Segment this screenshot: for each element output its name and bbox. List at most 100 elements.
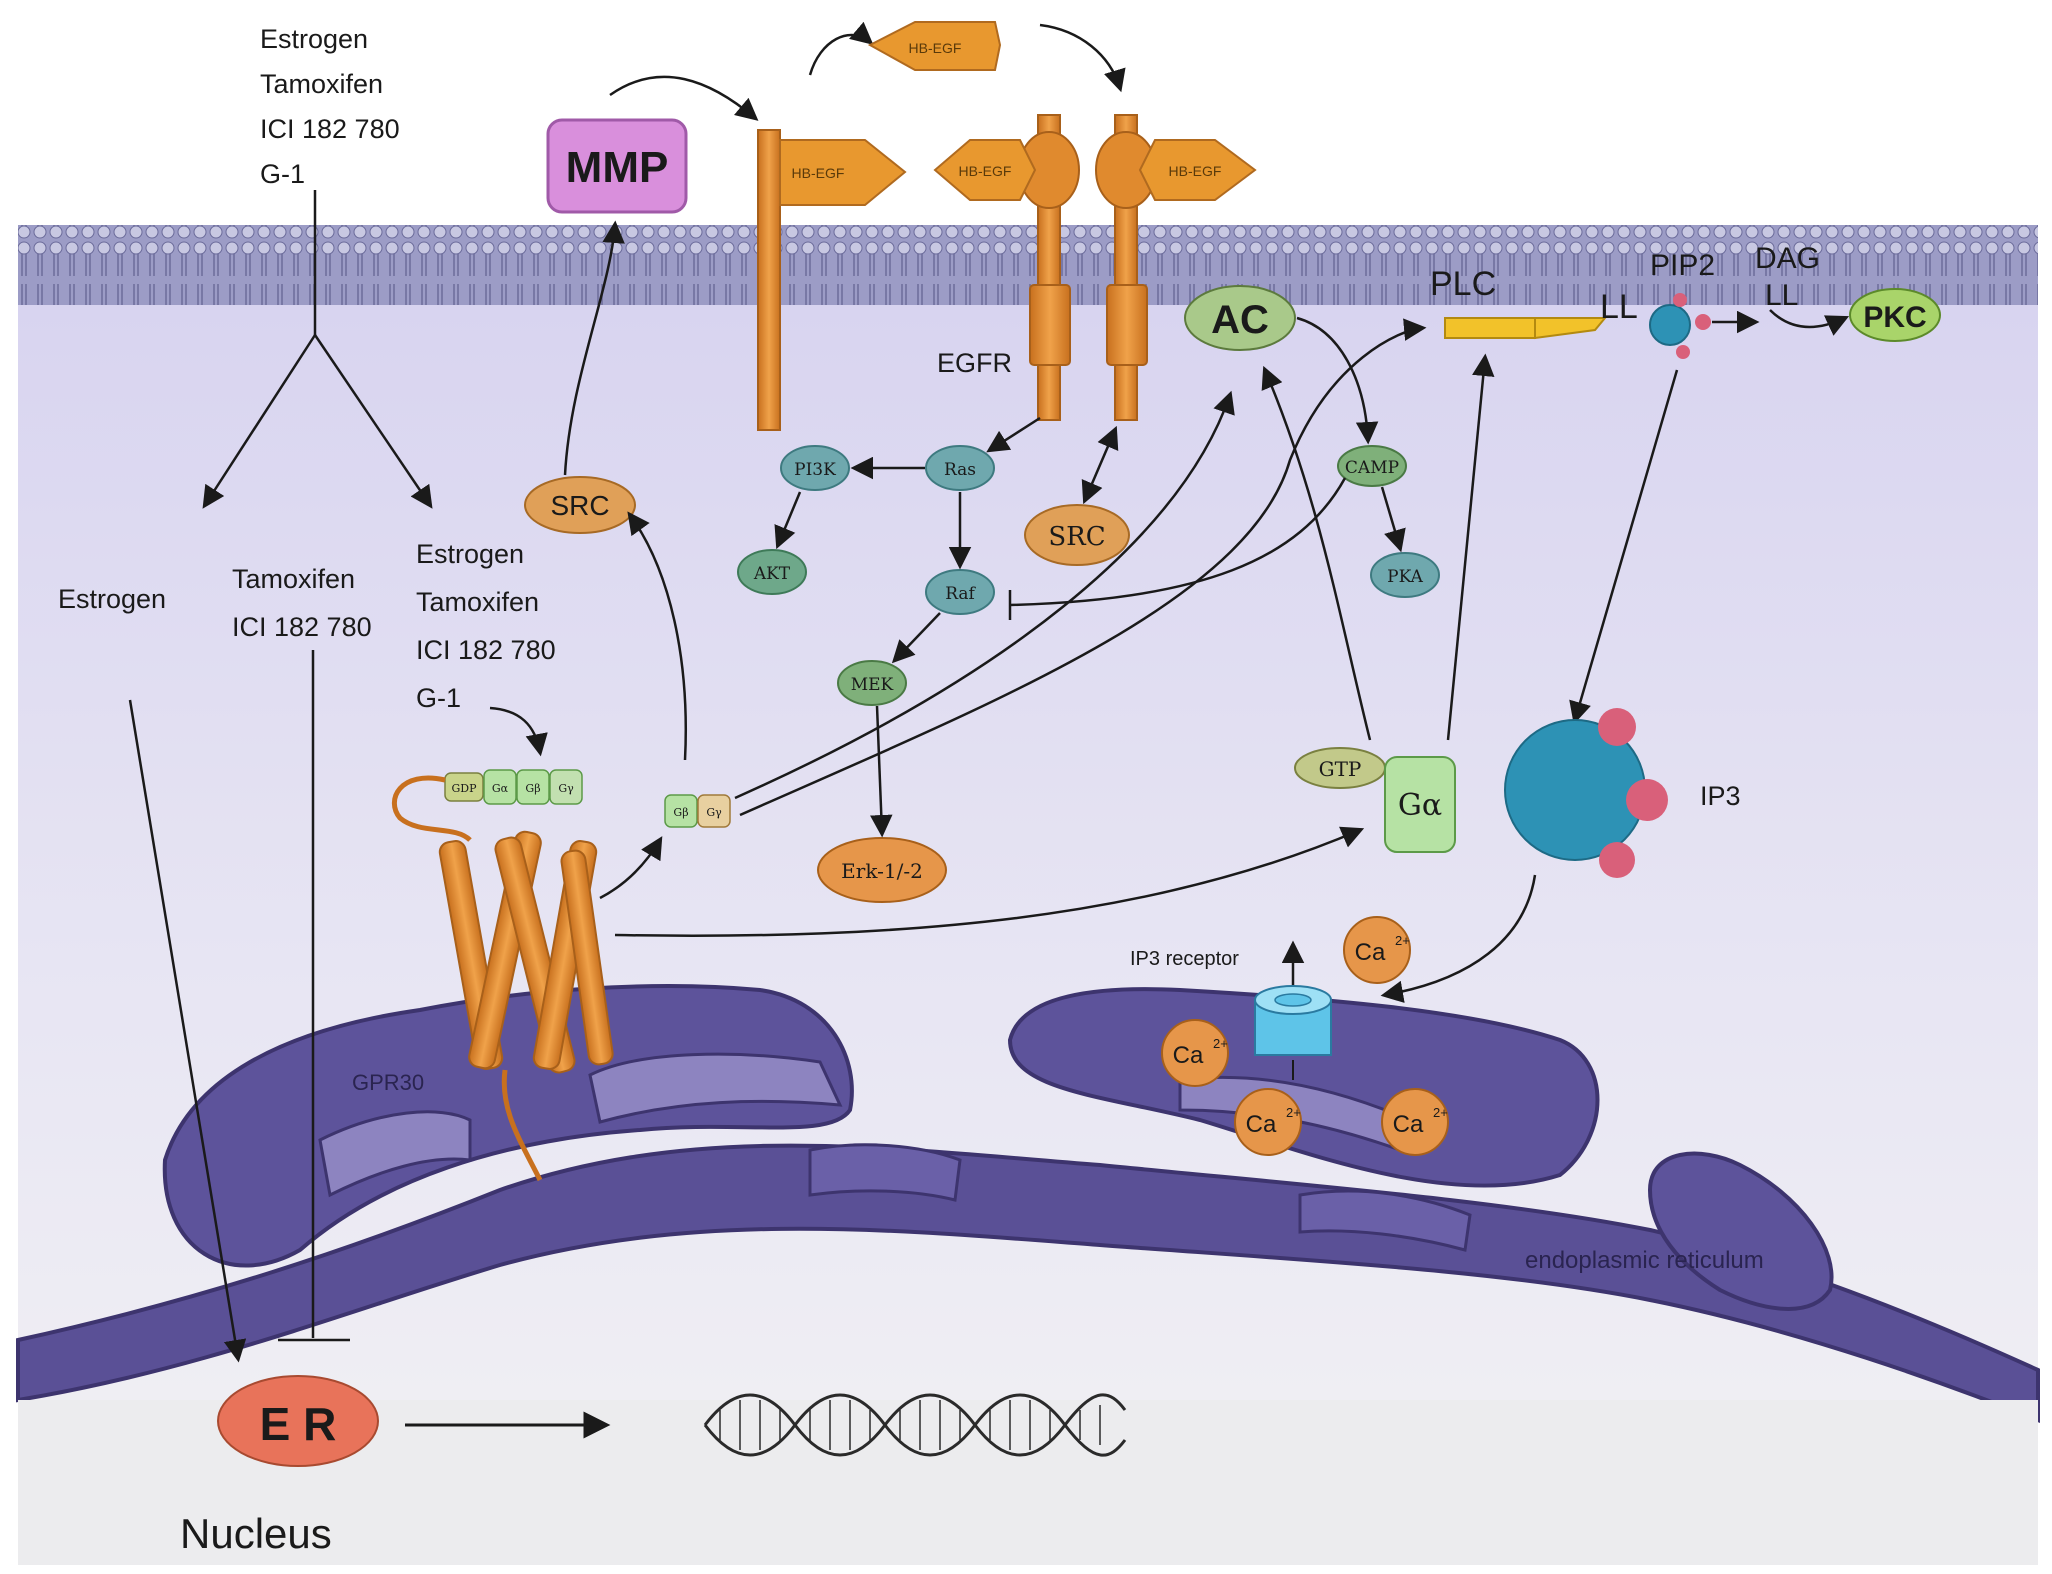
- ac-arrows: [1008, 316, 1406, 620]
- svg-text:E R: E R: [260, 1398, 337, 1450]
- svg-text:GDP: GDP: [451, 782, 477, 795]
- svg-text:PI3K: PI3K: [794, 460, 836, 480]
- tamoxifen-inhibition: [278, 650, 350, 1342]
- svg-text:AC: AC: [1211, 298, 1269, 342]
- hbegf-free: HB-EGF: [867, 21, 1002, 71]
- svg-text:HB-EGF: HB-EGF: [959, 163, 1012, 179]
- svg-text:PKC: PKC: [1863, 301, 1926, 334]
- pkc-node: PKC: [1849, 288, 1941, 342]
- svg-text:HB-EGF: HB-EGF: [792, 165, 845, 181]
- svg-text:Gα: Gα: [492, 782, 509, 795]
- ligand-branch: [202, 190, 433, 509]
- dag-label: DAG: [1755, 242, 1820, 275]
- endoplasmic-reticulum: [16, 984, 2040, 1423]
- calcium-ion: Ca 2+: [1161, 1019, 1229, 1087]
- ip3-receptor-channel: [1254, 985, 1332, 1080]
- svg-text:Estrogen: Estrogen: [260, 24, 368, 54]
- svg-text:2+: 2+: [1286, 1105, 1301, 1120]
- pip2-arrows: [1569, 309, 1850, 725]
- svg-text:SRC: SRC: [1048, 522, 1105, 552]
- ac-node: AC: [1184, 285, 1296, 351]
- er-membrane-label: endoplasmic reticulum: [1525, 1247, 1764, 1274]
- svg-text:MEK: MEK: [851, 675, 894, 695]
- svg-text:G-1: G-1: [260, 159, 305, 189]
- ici-label: ICI 182 780: [232, 612, 372, 642]
- svg-text:MMP: MMP: [566, 143, 669, 192]
- ip3-receptor-label: IP3 receptor: [1130, 948, 1239, 970]
- svg-text:HB-EGF: HB-EGF: [909, 40, 962, 56]
- gbeta-gamma: Gβ Gγ: [664, 794, 731, 828]
- svg-text:Gα: Gα: [1398, 788, 1442, 823]
- src-to-mmp-arrow: [563, 220, 625, 476]
- svg-text:2+: 2+: [1395, 933, 1410, 948]
- ligand-list-mid: Estrogen Tamoxifen ICI 182 780 G-1: [416, 539, 556, 713]
- svg-text:Ras: Ras: [944, 460, 976, 480]
- pro-hbegf: HB-EGF: [757, 129, 907, 431]
- nucleus-label: Nucleus: [180, 1510, 332, 1557]
- cell-membrane: [18, 225, 2038, 305]
- pka-node: PKA: [1370, 552, 1440, 598]
- svg-text:HB-EGF: HB-EGF: [1169, 163, 1222, 179]
- ip3-label: IP3: [1700, 781, 1741, 811]
- gpr30-receptor: [391, 775, 614, 1182]
- camp-node: CAMP: [1337, 445, 1407, 487]
- estrogen-to-er-arrow: [128, 699, 247, 1363]
- svg-text:Gβ: Gβ: [525, 782, 540, 795]
- calcium-ion: Ca 2+: [1381, 1088, 1449, 1156]
- svg-text:2+: 2+: [1213, 1036, 1228, 1051]
- svg-text:G-1: G-1: [416, 683, 461, 713]
- ll-left-label: LL: [1600, 288, 1638, 326]
- svg-text:Ca: Ca: [1246, 1111, 1277, 1138]
- g-protein-complex: GDP Gα Gβ Gγ: [444, 769, 583, 805]
- estrogen-label: Estrogen: [58, 584, 166, 614]
- svg-text:ICI 182 780: ICI 182 780: [416, 635, 556, 665]
- svg-text:PKA: PKA: [1387, 567, 1423, 587]
- svg-text:CAMP: CAMP: [1345, 458, 1399, 478]
- galpha-node: Gα: [1384, 756, 1456, 853]
- svg-text:Gγ: Gγ: [706, 806, 722, 819]
- egfr-dimer: HB-EGF HB-EGF: [933, 114, 1257, 421]
- svg-text:Tamoxifen: Tamoxifen: [416, 587, 539, 617]
- plc-label: PLC: [1430, 265, 1496, 303]
- svg-text:Tamoxifen: Tamoxifen: [260, 69, 383, 99]
- erk-node: Erk-1/-2: [817, 837, 947, 903]
- ip3-node: [1504, 708, 1668, 878]
- ras-node: Ras: [925, 445, 995, 491]
- svg-text:SRC: SRC: [550, 490, 609, 521]
- svg-text:Erk-1/-2: Erk-1/-2: [841, 859, 923, 883]
- pip2-node: [1649, 293, 1711, 359]
- svg-text:Ca: Ca: [1393, 1111, 1424, 1138]
- svg-text:Gγ: Gγ: [558, 782, 574, 795]
- calcium-ion: Ca 2+: [1343, 916, 1411, 984]
- svg-text:GTP: GTP: [1319, 757, 1362, 781]
- gpr30-arrows: [599, 318, 1427, 937]
- svg-text:Estrogen: Estrogen: [416, 539, 524, 569]
- svg-text:ICI 182 780: ICI 182 780: [260, 114, 400, 144]
- tamoxifen-label: Tamoxifen: [232, 564, 355, 594]
- svg-text:2+: 2+: [1433, 1105, 1448, 1120]
- svg-text:AKT: AKT: [753, 564, 791, 584]
- ip3-to-receptor-arrow: [1380, 874, 1537, 1003]
- pip2-label: PIP2: [1650, 249, 1715, 282]
- raf-node: Raf: [925, 569, 995, 615]
- src-left-node: SRC: [524, 476, 636, 534]
- gpr30-label: GPR30: [352, 1070, 424, 1095]
- mek-node: MEK: [837, 660, 907, 706]
- pi3k-node: PI3K: [780, 445, 850, 491]
- ligand-list-top: Estrogen Tamoxifen ICI 182 780 G-1: [260, 24, 400, 189]
- ll-right-label: LL: [1765, 279, 1798, 312]
- plc-node: [1444, 317, 1608, 340]
- gtp-node: GTP: [1294, 747, 1386, 789]
- mmp-node: MMP: [546, 118, 688, 214]
- svg-text:Ca: Ca: [1355, 939, 1386, 966]
- akt-node: AKT: [737, 549, 807, 595]
- svg-text:Gβ: Gβ: [673, 806, 688, 819]
- svg-text:Raf: Raf: [945, 584, 976, 604]
- src-mid-node: SRC: [1024, 504, 1130, 566]
- svg-text:Ca: Ca: [1173, 1042, 1204, 1069]
- galpha-arrows: [1261, 353, 1495, 741]
- calcium-ion: Ca 2+: [1234, 1088, 1302, 1156]
- estrogen-receptor: E R: [217, 1375, 379, 1467]
- egfr-label: EGFR: [937, 348, 1012, 378]
